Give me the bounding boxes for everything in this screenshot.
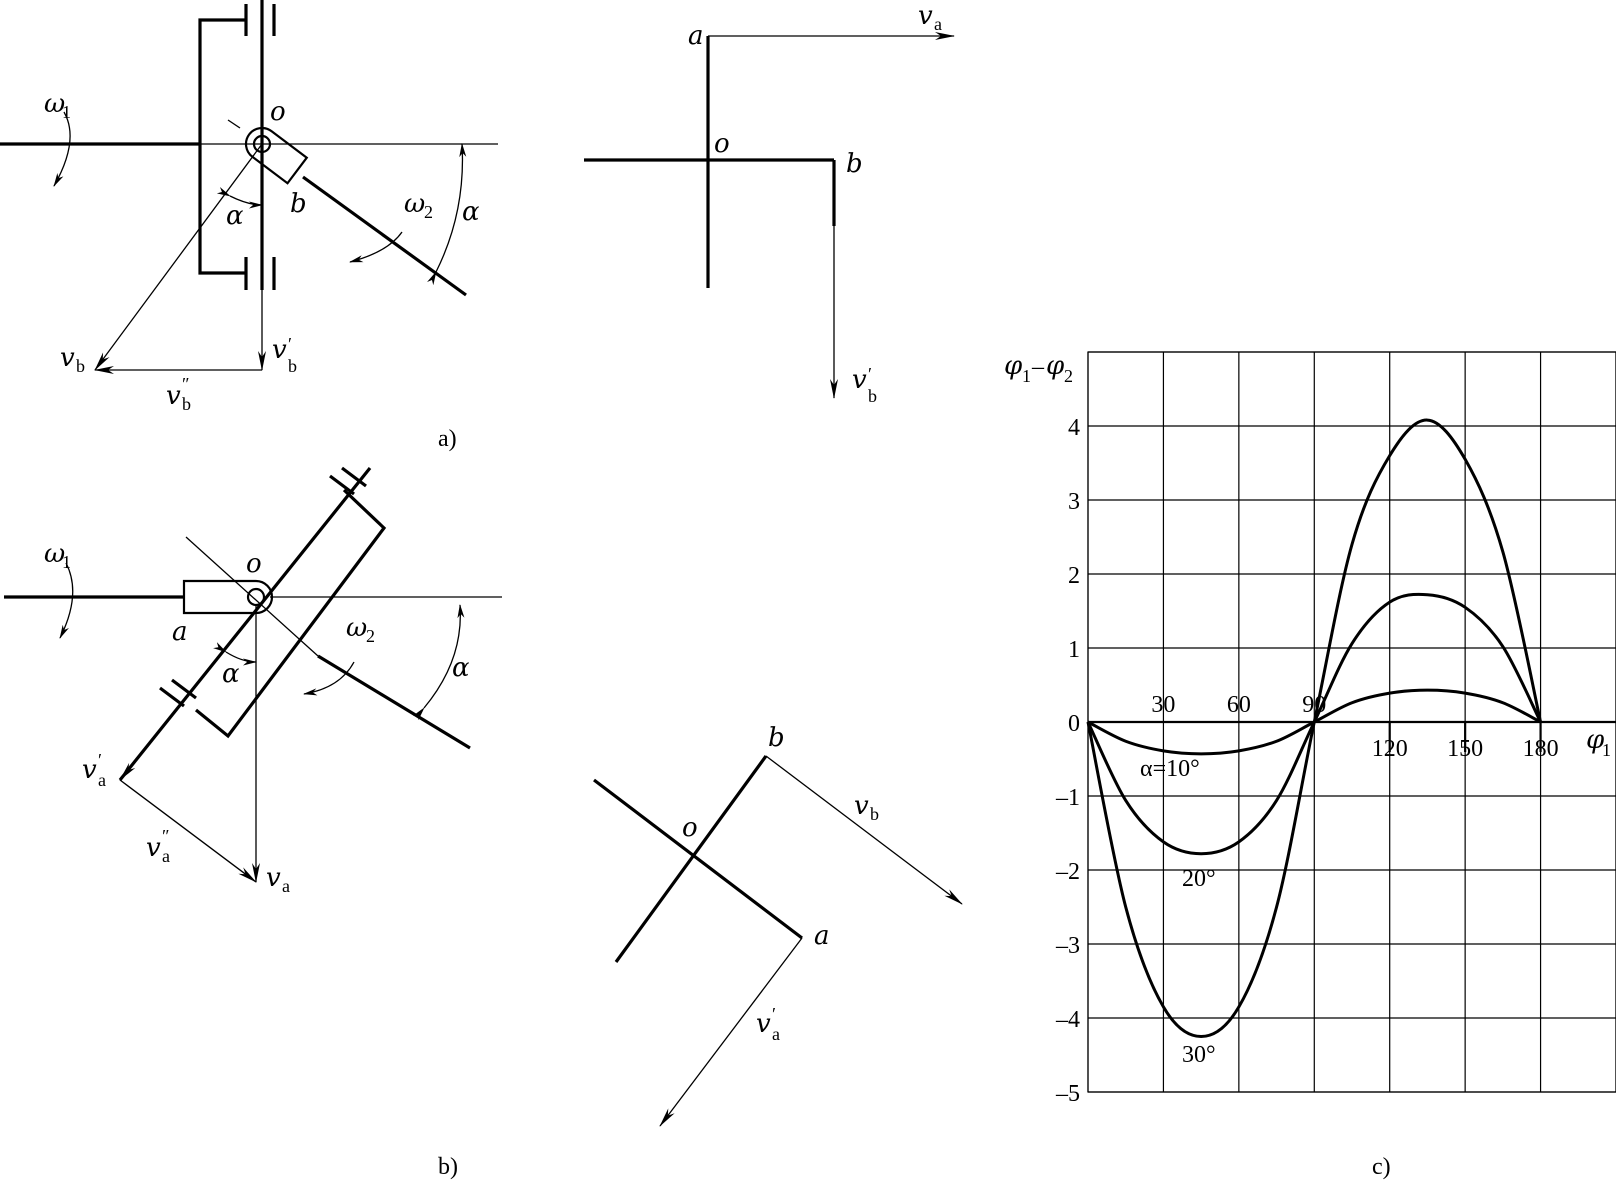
vb-prime-subscript: b [288,356,297,376]
alpha-label-b-small: α [222,659,240,689]
va-prime-mark-vd: ′ [772,1004,776,1024]
point-b-label-a: b [290,189,307,219]
chart-series [1086,418,1543,1039]
point-a-label-b: a [172,617,188,647]
y-tick-label: –3 [1055,933,1080,959]
y-tick-label: 3 [1068,489,1080,515]
vb-dprime-subscript: b [182,394,191,414]
va-dprime-mark: ″ [162,826,170,846]
omega2-subscript-b: 2 [366,626,375,646]
vb-subscript: b [76,356,85,376]
y-tick-label: 1 [1068,637,1080,663]
omega1-subscript-b: 1 [62,552,71,572]
x-tick-label: 120 [1372,736,1408,762]
va-dprime-symbol: v [146,833,161,863]
series-line-alpha-30 [1086,418,1543,1039]
panel-b-vector-diagram [593,755,963,1127]
y-tick-label: –1 [1055,785,1080,811]
chart-grid [1087,351,1616,1093]
panel-a-labels: ω 1 o b α ω 2 α v b v b ′ v b ″ a) [44,89,480,452]
y-tick-label: –4 [1055,1007,1080,1033]
vb-dprime-symbol: v [166,381,181,411]
vb-subscript-b: b [870,804,879,824]
chart-tick-labels: 30 60 90 120 150 180 4 3 2 1 0 –1 –2 –3 –4 –5 [1055,415,1559,1107]
va-prime-subscript: a [98,770,106,790]
y-axis-label-sub2: 2 [1064,366,1073,386]
caption-a: a) [438,426,457,452]
panel-a-vector-labels: a o b v a v b ′ [688,1,942,406]
vector-b-label-b: b [768,723,785,753]
omega2-symbol-a: ω [404,189,425,219]
vb-prime-mark-vd: ′ [868,364,872,384]
va-prime-symbol-vd: v [756,1009,771,1039]
y-axis-label-minus: – [1031,354,1045,380]
vb-prime-mark: ′ [288,334,292,354]
omega2-subscript-a: 2 [424,202,433,222]
chart-series-labels: α=10° 20° 30° [1140,756,1216,1068]
point-o-label-b: o [246,549,262,579]
va-symbol-b: v [266,863,281,893]
point-o-label-a: o [270,97,286,127]
vector-o-label-a: o [714,129,730,159]
vector-b-label-a: b [846,149,863,179]
alpha-label-a: α [462,197,480,227]
caption-b: b) [438,1154,458,1180]
series-label-30: 30° [1182,1042,1216,1068]
x-axis-label-phi: φ [1586,725,1605,755]
panel-b-vector-labels: b o a v b v a ′ [682,723,879,1044]
panel-a-vector-diagram [584,32,955,399]
x-tick-label: 60 [1227,692,1251,718]
x-axis-label-sub: 1 [1602,740,1611,760]
x-tick-label: 150 [1447,736,1483,762]
alpha-label-a-small: α [226,201,244,231]
omega1-symbol-a: ω [44,89,65,119]
va-symbol-a: v [918,1,933,31]
vb-dprime-mark: ″ [182,374,190,394]
y-tick-label: 2 [1068,563,1080,589]
va-prime-symbol: v [82,755,97,785]
series-label-20: 20° [1182,866,1216,892]
vector-a-label-a: a [688,21,704,51]
vb-symbol-b: v [854,791,869,821]
x-tick-label: 90 [1302,692,1326,718]
panel-b-mechanism [4,466,502,883]
alpha-label-b: α [452,653,470,683]
va-subscript-b: a [282,876,290,896]
x-tick-label: 30 [1151,692,1175,718]
panel-b-labels: ω 1 o a α ω 2 α v a ′ v a ″ v a b) [44,539,470,1180]
y-tick-label: 0 [1068,711,1080,737]
x-tick-label: 180 [1523,736,1559,762]
chart-axis-labels: φ 1 – φ 2 φ 1 [1004,351,1611,760]
y-tick-label: 4 [1068,415,1080,441]
vb-symbol: v [60,343,75,373]
omega2-symbol-b: ω [346,613,367,643]
va-dprime-subscript: a [162,846,170,866]
y-axis-label-phi1: φ [1004,351,1023,381]
panel-a-mechanism [0,0,498,374]
vector-a-label-b: a [814,921,830,951]
y-axis-label-phi2: φ [1046,351,1065,381]
caption-c: c) [1372,1154,1391,1180]
y-tick-label: –2 [1055,859,1080,885]
va-subscript-a: a [934,14,942,34]
omega1-symbol-b: ω [44,539,65,569]
va-prime-subscript-vd: a [772,1024,780,1044]
omega1-subscript-a: 1 [62,102,71,122]
vb-prime-symbol-vd: v [852,365,867,395]
series-label-10: α=10° [1140,756,1200,782]
vector-o-label-b: o [682,813,698,843]
y-axis-label-sub1: 1 [1022,366,1031,386]
y-tick-label: –5 [1055,1081,1080,1107]
va-prime-mark: ′ [98,750,102,770]
vb-prime-subscript-vd: b [868,386,877,406]
vb-prime-symbol: v [272,335,287,365]
